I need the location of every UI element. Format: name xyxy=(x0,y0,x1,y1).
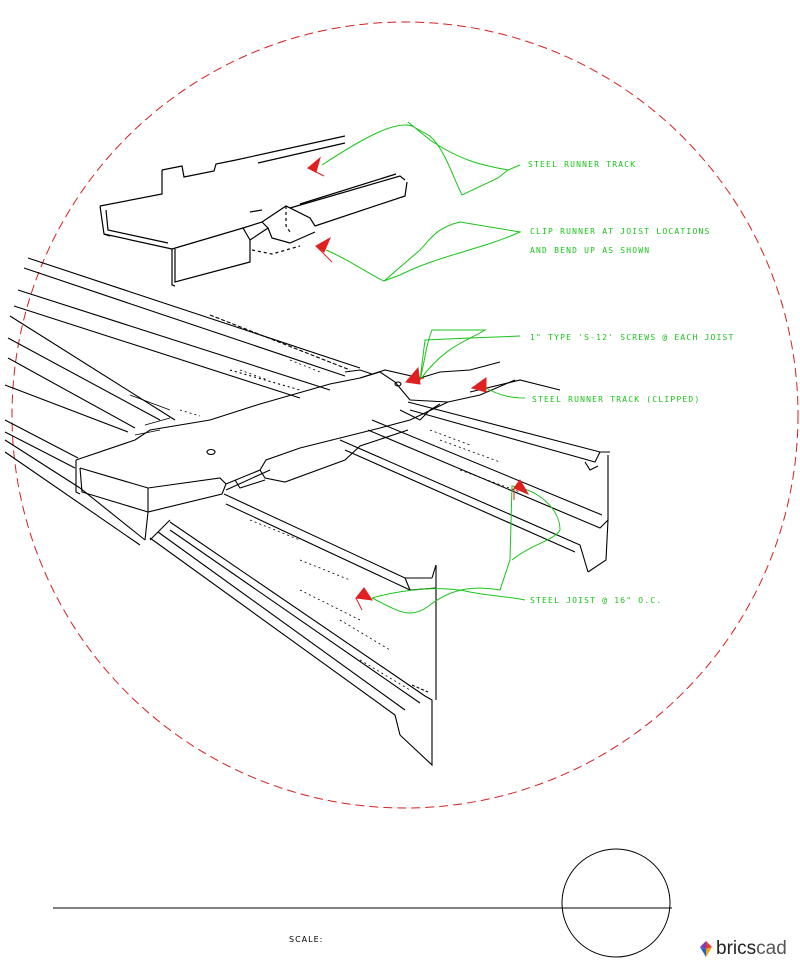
runner-track-exploded xyxy=(99,135,408,287)
callout-runner-clipped: STEEL RUNNER TRACK (CLIPPED) xyxy=(532,395,700,404)
steel-joist-assembly xyxy=(4,257,610,767)
scale-label: SCALE: xyxy=(289,935,323,944)
leader-arrowheads xyxy=(307,156,530,611)
callout-clip-runner-line2: AND BEND UP AS SHOWN xyxy=(530,246,650,255)
brand-part1: brics xyxy=(716,938,757,959)
callout-clip-runner-line1: CLIP RUNNER AT JOIST LOCATIONS xyxy=(530,227,711,236)
title-block: SCALE: xyxy=(53,848,672,958)
bricscad-logo: bricscad xyxy=(700,938,787,960)
callout-screws: 1" TYPE 'S-12' SCREWS @ EACH JOIST xyxy=(530,333,735,342)
bricscad-wordmark: bricscad xyxy=(716,938,787,960)
detail-number-bubble xyxy=(561,848,671,958)
callout-steel-joist: STEEL JOIST @ 16" O.C. xyxy=(530,596,662,605)
callout-labels: STEEL RUNNER TRACK CLIP RUNNER AT JOIST … xyxy=(528,160,735,605)
callout-steel-runner-track: STEEL RUNNER TRACK xyxy=(528,160,636,169)
brand-part2: cad xyxy=(756,938,787,959)
detail-boundary-circle xyxy=(11,21,799,809)
bricscad-logo-icon xyxy=(700,941,712,957)
leader-lines xyxy=(321,121,561,614)
